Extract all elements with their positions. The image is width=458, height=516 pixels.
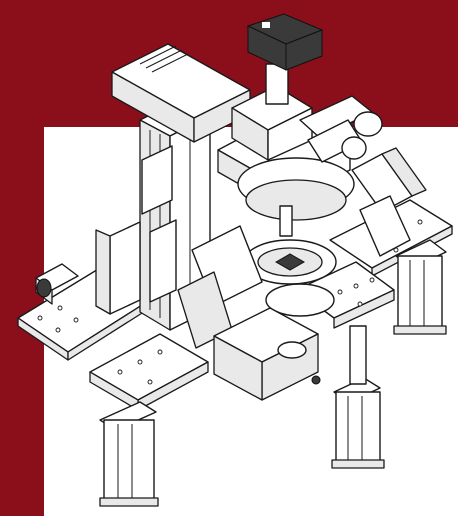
column-stages [95,145,177,315]
specimen-stage [243,205,337,317]
front-left-stage-arm [89,333,209,411]
left-micromanipulator [177,225,263,349]
left-motor [35,263,79,305]
camera [246,13,324,105]
legs [99,239,447,507]
eyepieces [299,95,383,163]
center-base-block [213,307,321,401]
right-micromanipulator [351,147,427,257]
microscope-arm [111,43,251,143]
